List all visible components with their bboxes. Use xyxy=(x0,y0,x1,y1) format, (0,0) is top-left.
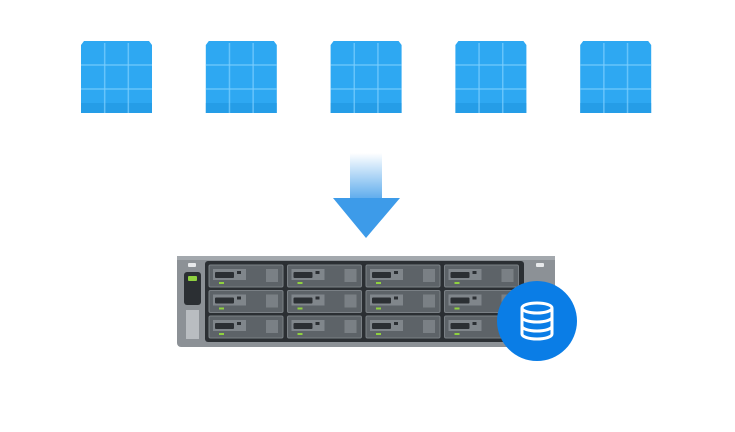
drive-tray xyxy=(208,264,284,288)
rack-server-icon xyxy=(177,256,555,347)
data-block-icon xyxy=(81,41,152,113)
drive-tray xyxy=(287,290,362,313)
drive-tray xyxy=(365,264,441,288)
drive-tray xyxy=(208,315,284,339)
drive-tray xyxy=(444,264,519,288)
data-block-icon xyxy=(330,41,402,113)
drive-tray xyxy=(365,290,441,313)
data-block-icon xyxy=(455,41,527,113)
drive-tray xyxy=(287,315,362,339)
arrow-down-icon xyxy=(333,153,400,238)
database-icon xyxy=(497,281,577,361)
data-blocks xyxy=(81,41,652,113)
data-block-icon xyxy=(205,41,277,113)
drive-tray xyxy=(208,290,284,313)
data-block-icon xyxy=(580,41,652,113)
drive-tray xyxy=(365,315,441,339)
status-led xyxy=(188,276,197,281)
drive-tray xyxy=(287,264,362,288)
